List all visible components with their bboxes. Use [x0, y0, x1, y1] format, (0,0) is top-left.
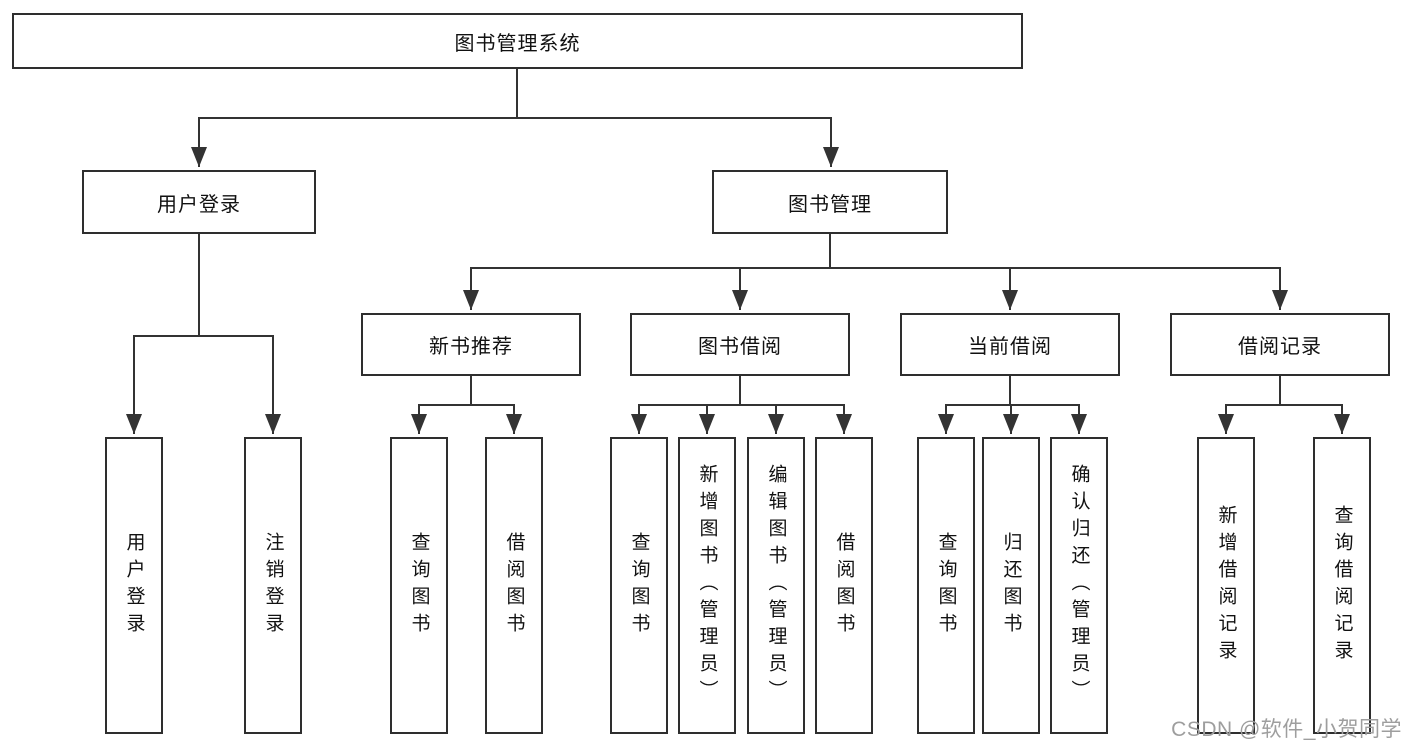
node-book-borrowing: 图书借阅 [630, 313, 850, 376]
node-logout-action: 注销登录 [244, 437, 302, 734]
node-query-borrow-record: 查询借阅记录 [1313, 437, 1371, 734]
node-query-books-borrow: 查询图书 [610, 437, 668, 734]
node-confirm-return-admin: 确认归还（管理员） [1050, 437, 1108, 734]
node-return-books: 归还图书 [982, 437, 1040, 734]
csdn-watermark: CSDN @软件_小贺同学 [1171, 718, 1402, 741]
node-library-management-system: 图书管理系统 [12, 13, 1023, 69]
node-book-management: 图书管理 [712, 170, 948, 234]
node-query-books-recommend: 查询图书 [390, 437, 448, 734]
node-query-books-current: 查询图书 [917, 437, 975, 734]
node-borrowing-records: 借阅记录 [1170, 313, 1390, 376]
node-borrow-books-recommend: 借阅图书 [485, 437, 543, 734]
node-edit-books-admin: 编辑图书（管理员） [747, 437, 805, 734]
arrow-lines [126, 118, 1350, 434]
node-add-books-admin: 新增图书（管理员） [678, 437, 736, 734]
node-current-borrowing: 当前借阅 [900, 313, 1120, 376]
node-user-login: 用户登录 [82, 170, 316, 234]
node-add-borrow-record: 新增借阅记录 [1197, 437, 1255, 734]
plain-lines [133, 68, 1343, 406]
node-borrow-books-action: 借阅图书 [815, 437, 873, 734]
node-new-book-recommendation: 新书推荐 [361, 313, 581, 376]
node-user-login-action: 用户登录 [105, 437, 163, 734]
